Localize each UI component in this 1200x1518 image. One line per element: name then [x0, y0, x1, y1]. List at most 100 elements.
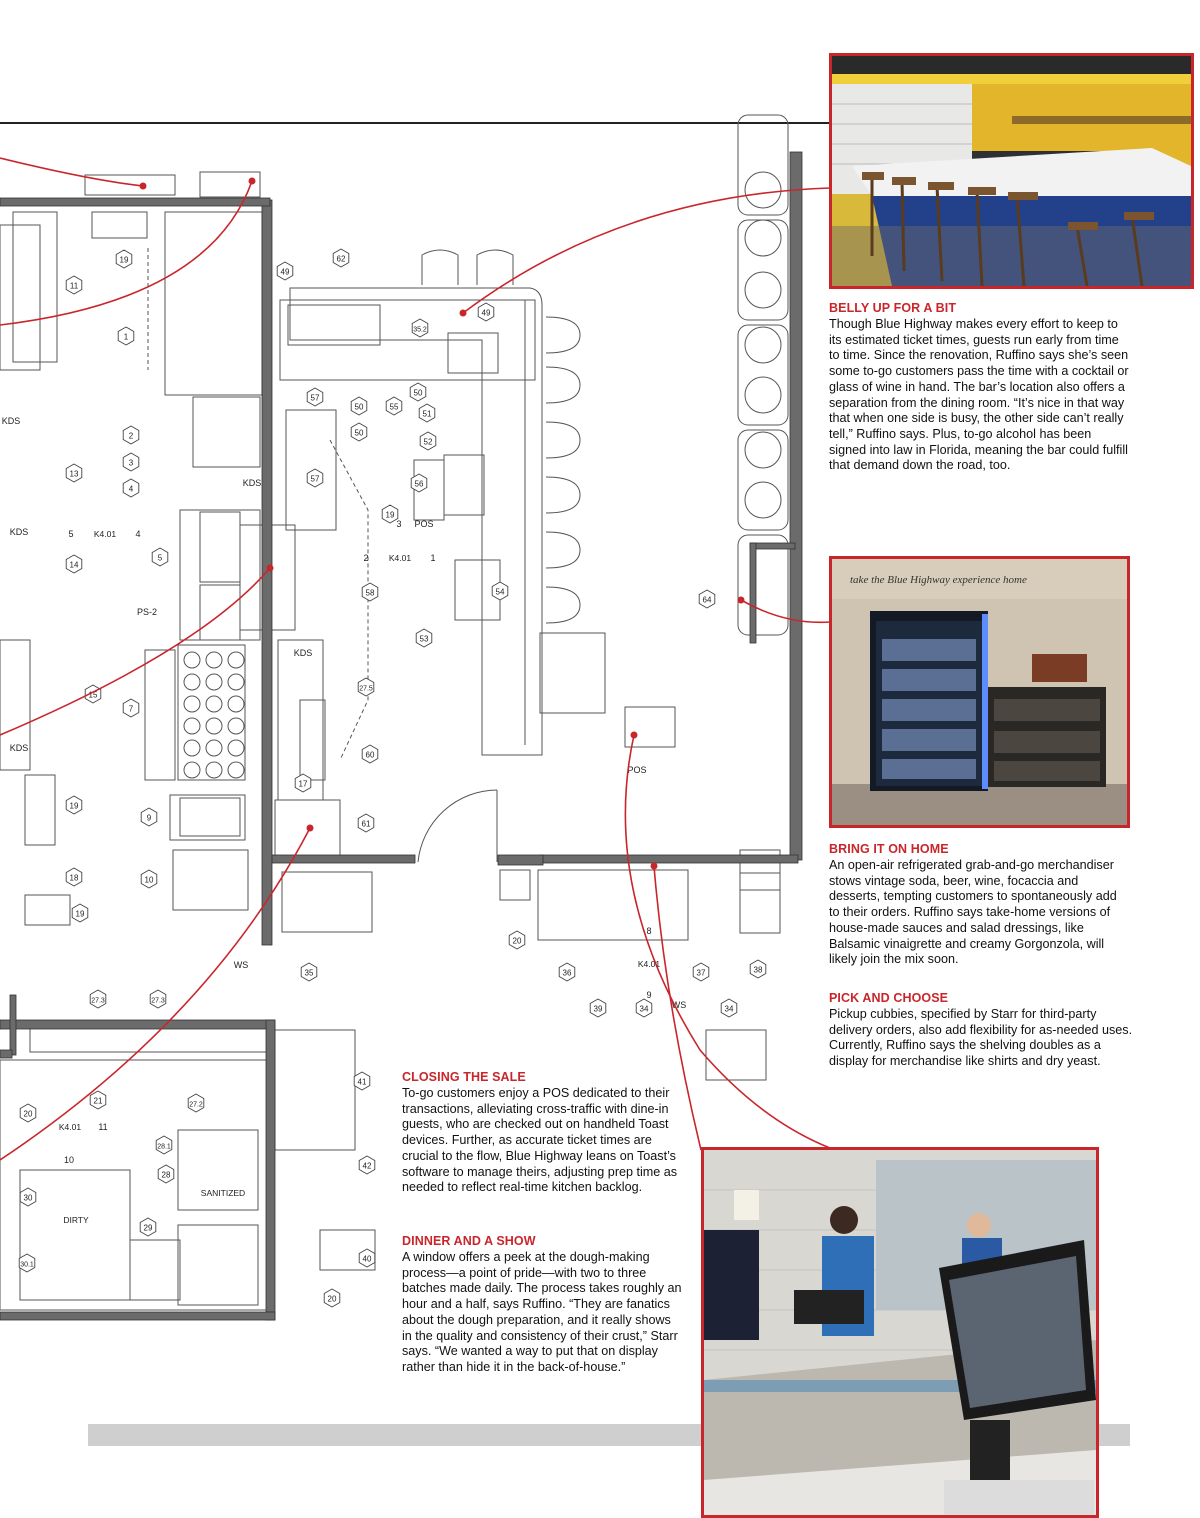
plan-tag: 18: [65, 867, 83, 887]
plan-label: DIRTY: [63, 1215, 89, 1225]
plan-tag: 27.2: [187, 1093, 205, 1113]
svg-text:64: 64: [703, 596, 712, 605]
plan-tag: 50: [350, 396, 368, 416]
callout-line: [740, 599, 831, 624]
plan-tag: 11: [65, 275, 83, 295]
caption-body: To-go customers enjoy a POS dedicated to…: [402, 1086, 678, 1195]
plan-tag: 54: [491, 581, 509, 601]
caption-bring-it-home: BRING IT ON HOME An open-air refrigerate…: [829, 842, 1129, 968]
plan-label: K4.01: [59, 1122, 81, 1132]
plan-tag: 1: [117, 326, 135, 346]
svg-text:14: 14: [70, 561, 79, 570]
plan-tag: 27.3: [149, 989, 167, 1009]
svg-text:50: 50: [355, 403, 364, 412]
svg-text:58: 58: [366, 589, 375, 598]
caption-body: Though Blue Highway makes every effort t…: [829, 317, 1129, 473]
svg-text:49: 49: [482, 309, 491, 318]
svg-text:53: 53: [420, 635, 429, 644]
bar-photo: [829, 53, 1194, 289]
svg-text:36: 36: [563, 969, 572, 978]
plan-tag: 20: [19, 1103, 37, 1123]
svg-text:27.3: 27.3: [151, 998, 165, 1005]
plan-wall: [265, 1019, 276, 1321]
plan-tag: 4: [122, 478, 140, 498]
pos-counter-photo: [701, 1147, 1099, 1518]
plan-label: 2: [363, 553, 368, 563]
callout-line: [0, 180, 253, 326]
plan-tag: 20: [508, 930, 526, 950]
svg-text:60: 60: [366, 751, 375, 760]
svg-text:28.1: 28.1: [157, 1144, 171, 1151]
plan-tag: 27.3: [89, 989, 107, 1009]
callout-dot: [139, 182, 147, 190]
svg-text:11: 11: [70, 282, 79, 291]
caption-heading: BELLY UP FOR A BIT: [829, 301, 957, 315]
svg-text:19: 19: [70, 802, 79, 811]
svg-text:42: 42: [363, 1162, 372, 1171]
svg-text:15: 15: [89, 691, 98, 700]
caption-heading: PICK AND CHOOSE: [829, 991, 949, 1005]
plan-label: K4.01: [389, 553, 411, 563]
caption-body: A window offers a peek at the dough-maki…: [402, 1250, 682, 1374]
plan-wall: [0, 1311, 276, 1321]
plan-tag: 19: [65, 795, 83, 815]
plan-label: 4: [135, 529, 140, 539]
merchandiser-photo: take the Blue Highway experience home: [829, 556, 1130, 828]
callout-line: [624, 734, 831, 1149]
svg-text:1: 1: [124, 333, 129, 342]
callout-line: [0, 157, 144, 187]
svg-text:62: 62: [337, 255, 346, 264]
svg-text:40: 40: [363, 1255, 372, 1264]
plan-label: POS: [414, 519, 433, 529]
svg-text:52: 52: [424, 438, 433, 447]
plan-label: KDS: [243, 478, 262, 488]
plan-wall: [497, 854, 544, 866]
callout-dot: [737, 596, 745, 604]
svg-text:56: 56: [415, 480, 424, 489]
plan-tag: 20: [323, 1288, 341, 1308]
plan-tag: 7: [122, 698, 140, 718]
plan-tag: 30: [19, 1187, 37, 1207]
plan-wall: [0, 197, 271, 207]
svg-text:35: 35: [305, 969, 314, 978]
plan-label: WS: [672, 1000, 687, 1010]
svg-text:13: 13: [70, 470, 79, 479]
top-rule: [0, 122, 830, 124]
plan-tag: 28.1: [155, 1135, 173, 1155]
svg-text:57: 57: [311, 475, 320, 484]
plan-tag: 38: [749, 959, 767, 979]
plan-tag: 27.5: [357, 677, 375, 697]
callout-line: [653, 865, 702, 1151]
plan-tag: 35: [300, 962, 318, 982]
svg-text:5: 5: [158, 554, 163, 563]
svg-text:4: 4: [129, 485, 134, 494]
svg-text:38: 38: [754, 966, 763, 975]
plan-label: 5: [68, 529, 73, 539]
svg-text:57: 57: [311, 394, 320, 403]
callout-dot: [266, 564, 274, 572]
plan-tag: 19: [381, 504, 399, 524]
callout-dot: [650, 862, 658, 870]
svg-text:55: 55: [390, 403, 399, 412]
plan-tag: 9: [140, 807, 158, 827]
svg-text:29: 29: [144, 1224, 153, 1233]
plan-tag: 30.1: [18, 1253, 36, 1273]
caption-dinner-and-a-show: DINNER AND A SHOW A window offers a peek…: [402, 1234, 682, 1376]
svg-text:50: 50: [355, 429, 364, 438]
svg-text:10: 10: [145, 876, 154, 885]
plan-tag: 49: [276, 261, 294, 281]
svg-text:20: 20: [513, 937, 522, 946]
plan-tag: 17: [294, 773, 312, 793]
plan-label: K4.01: [638, 959, 660, 969]
svg-text:41: 41: [358, 1078, 367, 1087]
svg-text:39: 39: [594, 1005, 603, 1014]
plan-tag: 37: [692, 962, 710, 982]
plan-tag: 52: [419, 431, 437, 451]
plan-tag: 34: [720, 998, 738, 1018]
svg-text:50: 50: [414, 389, 423, 398]
plan-tag: 64: [698, 589, 716, 609]
callout-line: [0, 567, 271, 736]
plan-label: K4.01: [94, 529, 116, 539]
plan-label: 11: [98, 1122, 107, 1132]
